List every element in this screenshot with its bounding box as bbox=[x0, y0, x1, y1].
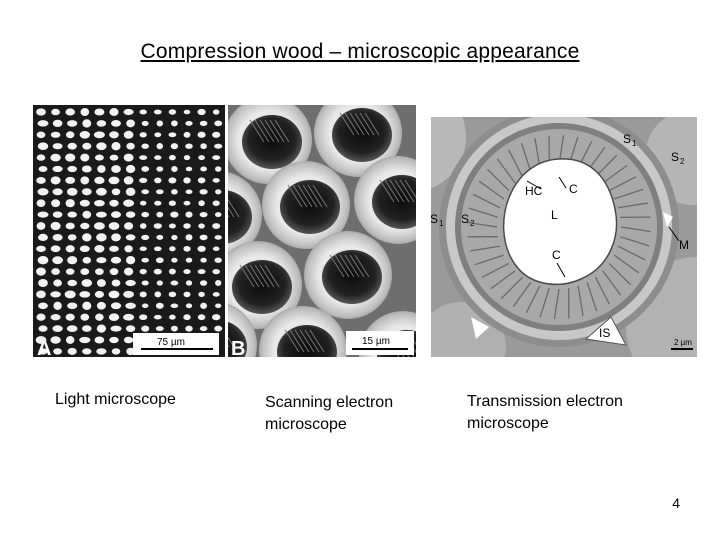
caption-sem: Scanning electron microscope bbox=[265, 392, 425, 436]
page-number: 4 bbox=[672, 495, 680, 511]
caption-sem-line2: microscope bbox=[265, 416, 347, 433]
light-microscope-image: 75 µm A bbox=[33, 105, 225, 357]
arrow-c-top bbox=[558, 176, 567, 189]
slide-title: Compression wood – microscopic appearanc… bbox=[140, 40, 580, 63]
panel-a-scale-label: 75 µm bbox=[157, 337, 185, 348]
label-is: IS bbox=[599, 326, 610, 340]
caption-sem-line1: Scanning electron bbox=[265, 394, 394, 411]
label-m: M bbox=[679, 238, 689, 252]
label-s1-left: S bbox=[431, 212, 438, 226]
panel-b-scale-label: 15 µm bbox=[362, 336, 390, 347]
caption-tem-line2: microscope bbox=[467, 415, 549, 432]
label-c-bottom: C bbox=[552, 248, 561, 262]
panel-c-scale-label: 2 µm bbox=[674, 338, 692, 347]
label-s1-top: S bbox=[623, 132, 631, 146]
label-s2-right-sub: 2 bbox=[680, 157, 685, 166]
label-hc: HC bbox=[525, 184, 543, 198]
panel-b-letter: B bbox=[231, 338, 245, 357]
arrow-hc bbox=[526, 180, 542, 190]
label-s1-top-sub: 1 bbox=[632, 139, 637, 148]
label-s1-left-sub: 1 bbox=[439, 219, 444, 228]
panel-a-letter: A bbox=[37, 338, 51, 357]
arrow-c-bottom bbox=[556, 262, 566, 278]
caption-light-microscope: Light microscope bbox=[55, 391, 176, 408]
label-c-top: C bbox=[569, 182, 578, 196]
arrow-m bbox=[668, 226, 680, 242]
label-s2-left: S bbox=[461, 212, 469, 226]
tem-image: S 1 S 2 HC C L S 1 S 2 C M IS 2 µm bbox=[431, 117, 697, 357]
label-s2-left-sub: 2 bbox=[470, 219, 475, 228]
sem-image: 15 µm B bbox=[228, 105, 416, 357]
caption-tem-line1: Transmission electron bbox=[467, 393, 623, 410]
caption-tem: Transmission electron microscope bbox=[467, 391, 667, 435]
label-l: L bbox=[551, 208, 558, 222]
label-s2-right: S bbox=[671, 150, 679, 164]
